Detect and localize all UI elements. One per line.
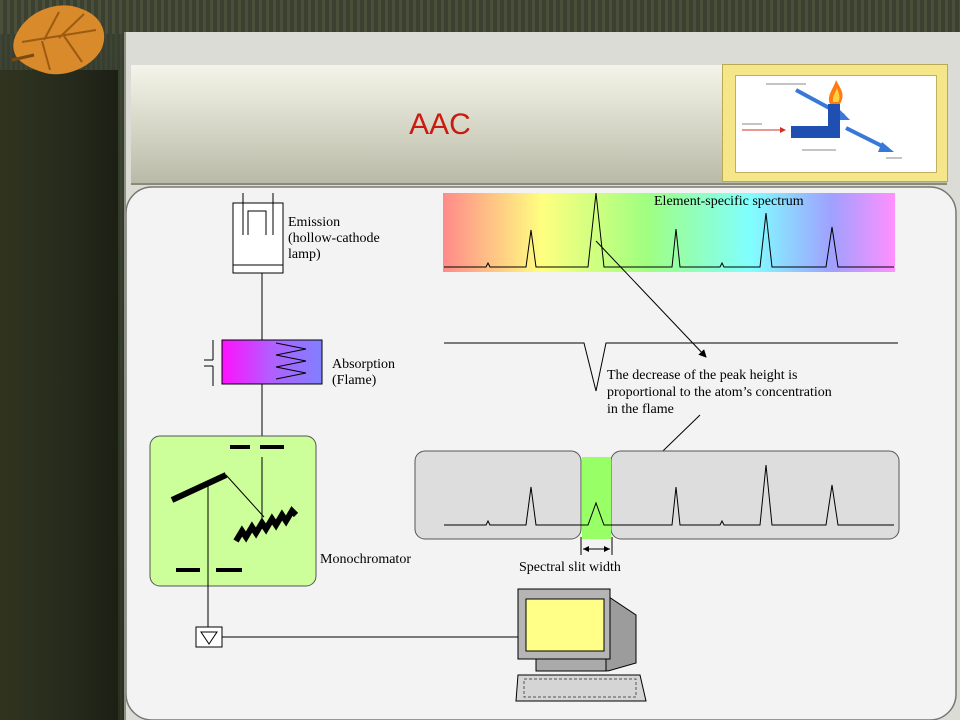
arrow-peak-to-note [595,240,707,358]
note-line-2: proportional to the atom’s concentration [607,385,832,400]
note-line-1: The decrease of the peak height is [607,368,797,383]
leaf-icon [11,5,105,75]
monochromator-box [149,435,317,605]
note-line-3: in the flame [607,402,674,417]
absorption-label-1: Absorption [332,357,395,372]
top-texture-band [0,0,960,34]
spectrum-label: Element-specific spectrum [654,194,804,209]
aas-schematic: Emission (hollow-cathode lamp) Absorptio… [126,186,957,720]
filtered-spectrum [414,450,900,540]
element-specific-spectrum [443,192,895,272]
aas-thumbnail-diagram [722,64,948,182]
absorption-trace [444,342,898,392]
computer-icon [517,588,637,672]
slit-width-marker [580,537,613,555]
emission-label-1: Emission [288,215,340,230]
emission-label-3: lamp) [288,247,321,262]
emission-label-2: (hollow-cathode [288,231,380,246]
slit-width-label: Spectral slit width [519,560,621,575]
left-texture-band [0,70,118,720]
absorption-flame-cell [204,339,323,386]
hollow-cathode-lamp [232,193,284,274]
monochromator-label: Monochromator [320,552,411,567]
keyboard-icon [515,674,647,702]
slide-title: AAC [409,108,471,141]
flame-icon [742,80,902,159]
absorption-label-2: (Flame) [332,373,377,388]
detector-icon [195,626,223,648]
